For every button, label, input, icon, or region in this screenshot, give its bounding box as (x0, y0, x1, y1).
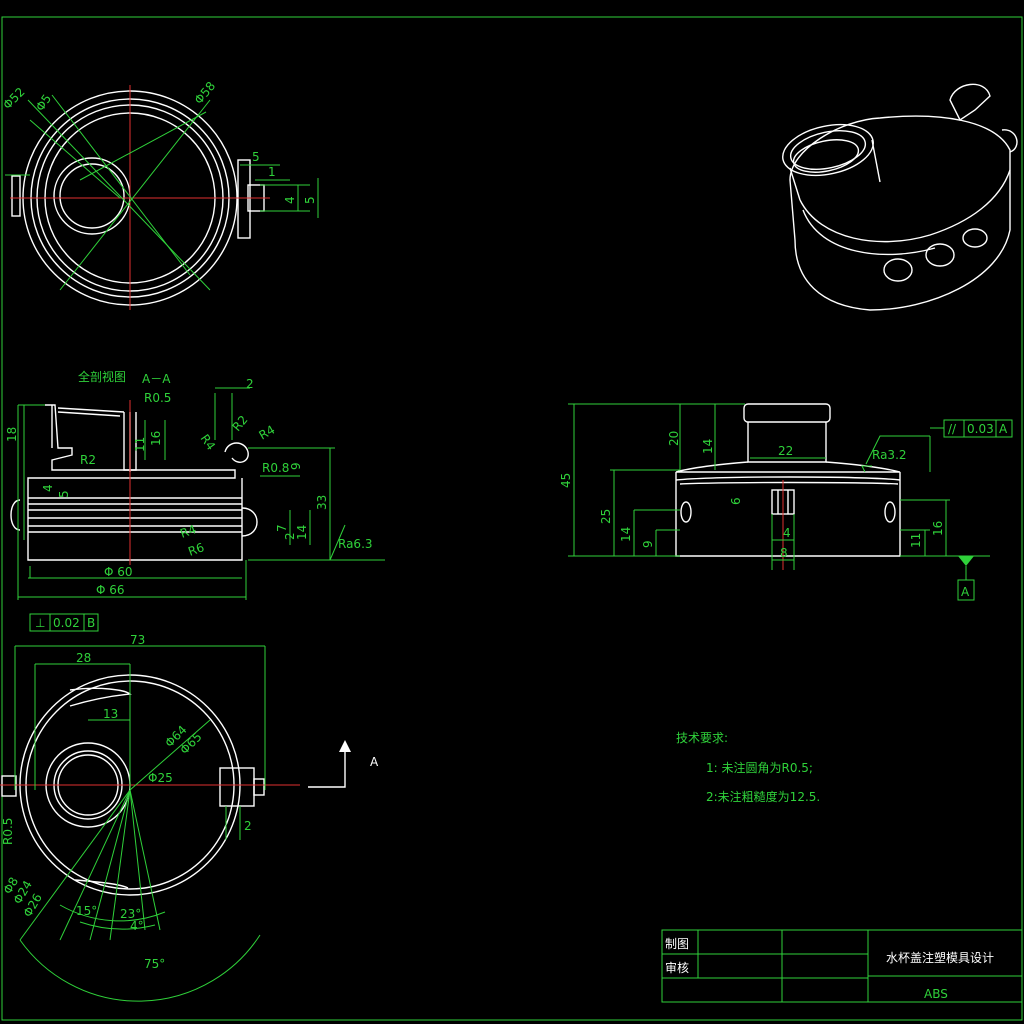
dim-side-14: 14 (701, 439, 715, 454)
dim-top-1: 1 (268, 165, 276, 179)
sheet-border (1, 16, 1023, 1021)
dim-sec-18: 18 (5, 427, 19, 442)
dim-sec-r08: R0.8 (262, 461, 289, 475)
dim-side-9: 9 (641, 540, 655, 548)
dim-sec-7: 7 (275, 524, 289, 532)
dim-side-14b: 14 (619, 527, 633, 542)
perp-value: 0.02 (53, 616, 80, 630)
dim-sec-33: 33 (315, 495, 329, 510)
dim-sec-r2: R2 (80, 453, 96, 467)
dim-bot-d25: Φ25 (148, 771, 173, 785)
dim-sec-ra63: Ra6.3 (338, 537, 373, 551)
side-view: A 45 20 14 22 25 14 9 6 11 16 4 8 Ra3.2 … (559, 403, 1013, 601)
title-checked-label: 审核 (665, 960, 689, 975)
dim-bot-r05: R0.5 (1, 818, 15, 845)
view-arrow-label: A (370, 755, 379, 769)
dim-bot-13: 13 (103, 707, 118, 721)
dim-side-22: 22 (778, 444, 793, 458)
dim-top-d52: Φ52 (0, 85, 27, 112)
dim-top-4: 4 (283, 196, 297, 204)
dim-sec-r4c: R4 (178, 522, 198, 541)
dim-sec-16: 16 (149, 431, 163, 446)
dim-sec-4: 4 (41, 484, 55, 492)
title-block: 制图 审核 水杯盖注塑模具设计 ABS (661, 929, 1023, 1003)
dim-sec-d60: Φ 60 (104, 565, 133, 579)
dim-side-8: 8 (780, 546, 788, 560)
dim-side-25: 25 (599, 509, 613, 524)
dim-sec-2: 2 (246, 377, 254, 391)
section-view: 全剖视图 A－A 2 R0.5 18 16 11 (5, 369, 385, 632)
material-label: ABS (924, 987, 948, 1001)
dim-bot-2: 2 (244, 819, 252, 833)
perp-datum: B (87, 616, 95, 630)
dim-top-d58: Φ58 (192, 79, 219, 107)
dim-bot-23deg: 23° (120, 907, 141, 921)
par-value: 0.03 (967, 422, 994, 436)
dim-sec-r05: R0.5 (144, 391, 171, 405)
dim-sec-d66: Φ 66 (96, 583, 125, 597)
section-title: 全剖视图 (78, 369, 126, 384)
dim-bot-4deg: 4° (130, 919, 144, 933)
dim-sec-5: 5 (57, 490, 71, 498)
dim-side-11: 11 (909, 533, 923, 548)
tech-req-title: 技术要求: (676, 731, 728, 745)
dim-side-ra32: Ra3.2 (872, 448, 907, 462)
title-drawn-label: 制图 (665, 937, 689, 951)
tech-req-item-1: 1: 未注圆角为R0.5; (706, 760, 813, 775)
dim-bot-75deg: 75° (144, 957, 165, 971)
par-symbol: // (948, 422, 957, 436)
dim-bot-73: 73 (130, 633, 145, 647)
dim-sec-r4a: R4 (257, 422, 278, 442)
tech-req-item-2: 2:未注粗糙度为12.5. (706, 789, 820, 804)
top-view: Φ52 Φ5 Φ58 5 1 4 5 (0, 79, 319, 310)
dim-side-45: 45 (559, 473, 573, 488)
bottom-view: A 73 28 13 Φ64 Φ65 Φ25 R0.5 2 Φ8 Φ24 Φ26… (0, 633, 379, 1002)
parallelism-frame: // 0.03 A (943, 419, 1013, 438)
dim-top-d5: Φ5 (33, 92, 54, 114)
dim-side-6: 6 (729, 497, 743, 505)
dim-bot-15deg: 15° (76, 904, 97, 918)
dim-sec-2b: 2 (283, 532, 297, 540)
dim-sec-r6: R6 (186, 540, 206, 559)
dim-side-4: 4 (783, 526, 791, 540)
perp-symbol: ⊥ (35, 616, 45, 630)
isometric-view (782, 83, 1018, 311)
dim-side-20: 20 (667, 431, 681, 446)
dim-top-5b: 5 (303, 196, 317, 204)
dim-sec-11: 11 (133, 437, 147, 452)
dim-side-16: 16 (931, 521, 945, 536)
drawing-title: 水杯盖注塑模具设计 (886, 950, 994, 965)
dim-bot-28: 28 (76, 651, 91, 665)
perpendicularity-frame: ⊥ 0.02 B (29, 613, 99, 632)
dim-top-5: 5 (252, 150, 260, 164)
datum-a-label: A (961, 585, 970, 599)
dim-sec-14: 14 (295, 525, 309, 540)
dim-sec-r2b: R2 (230, 413, 251, 434)
section-label: A－A (142, 372, 171, 386)
tech-requirements: 技术要求: 1: 未注圆角为R0.5; 2:未注粗糙度为12.5. (676, 731, 820, 804)
par-datum: A (999, 422, 1008, 436)
dim-sec-9: 9 (289, 462, 303, 470)
